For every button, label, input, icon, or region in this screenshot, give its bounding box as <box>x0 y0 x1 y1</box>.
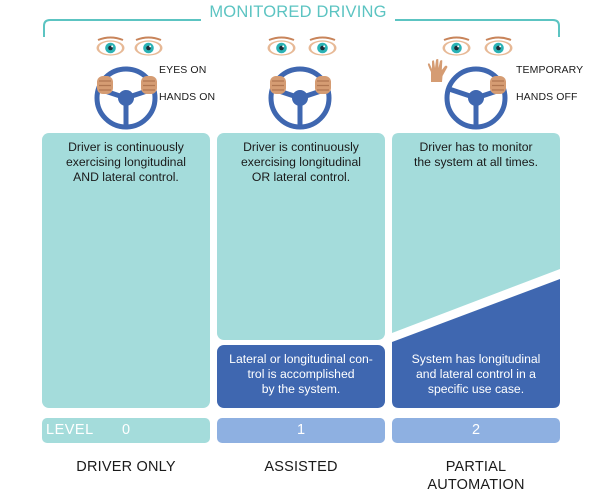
level-2-name: PARTIAL AUTOMATION <box>427 459 525 493</box>
level-0-name: DRIVER ONLY <box>76 459 176 475</box>
hand-icon <box>138 73 160 97</box>
column-1-description: Driver is continuously exercising longit… <box>241 140 361 184</box>
hand-icon <box>487 73 509 97</box>
raised-hand-icon <box>426 58 452 84</box>
tag-temporary: TEMPORARY <box>516 64 584 76</box>
hand-icon <box>94 73 116 97</box>
tag-hands-off: HANDS OFF <box>516 91 578 103</box>
hand-icon <box>312 73 334 97</box>
eye-icon <box>441 36 472 57</box>
column-assisted-driver-panel <box>217 133 385 340</box>
tag-eyes-on: EYES ON <box>159 64 207 76</box>
eye-icon <box>483 36 514 57</box>
level-word: LEVEL <box>46 422 94 438</box>
header-title: MONITORED DRIVING <box>0 3 596 22</box>
level-1-bar <box>217 418 385 443</box>
hand-icon <box>267 73 289 97</box>
column-driver-only-panel <box>42 133 210 408</box>
level-1-name: ASSISTED <box>264 459 338 475</box>
column-partial-automation-panel <box>392 133 560 408</box>
column-1-system-text: Lateral or longitudinal con- trol is acc… <box>229 352 373 396</box>
eye-icon <box>307 36 338 57</box>
level-2-bar <box>392 418 560 443</box>
column-assisted-system-panel <box>217 345 385 408</box>
level-0-number: 0 <box>121 422 131 438</box>
column-0-description: Driver is continuously exercising longit… <box>66 140 186 184</box>
tag-hands-on: HANDS ON <box>159 91 216 103</box>
eye-icon <box>95 36 126 57</box>
eye-icon <box>266 36 297 57</box>
level-2-number: 2 <box>471 422 481 438</box>
level-0-bar <box>42 418 210 443</box>
level-1-number: 1 <box>296 422 306 438</box>
column-2-system-text: System has longitudinal and lateral cont… <box>411 352 541 396</box>
column-2-description: Driver has to monitor the system at all … <box>414 140 538 169</box>
eye-icon <box>133 36 164 57</box>
